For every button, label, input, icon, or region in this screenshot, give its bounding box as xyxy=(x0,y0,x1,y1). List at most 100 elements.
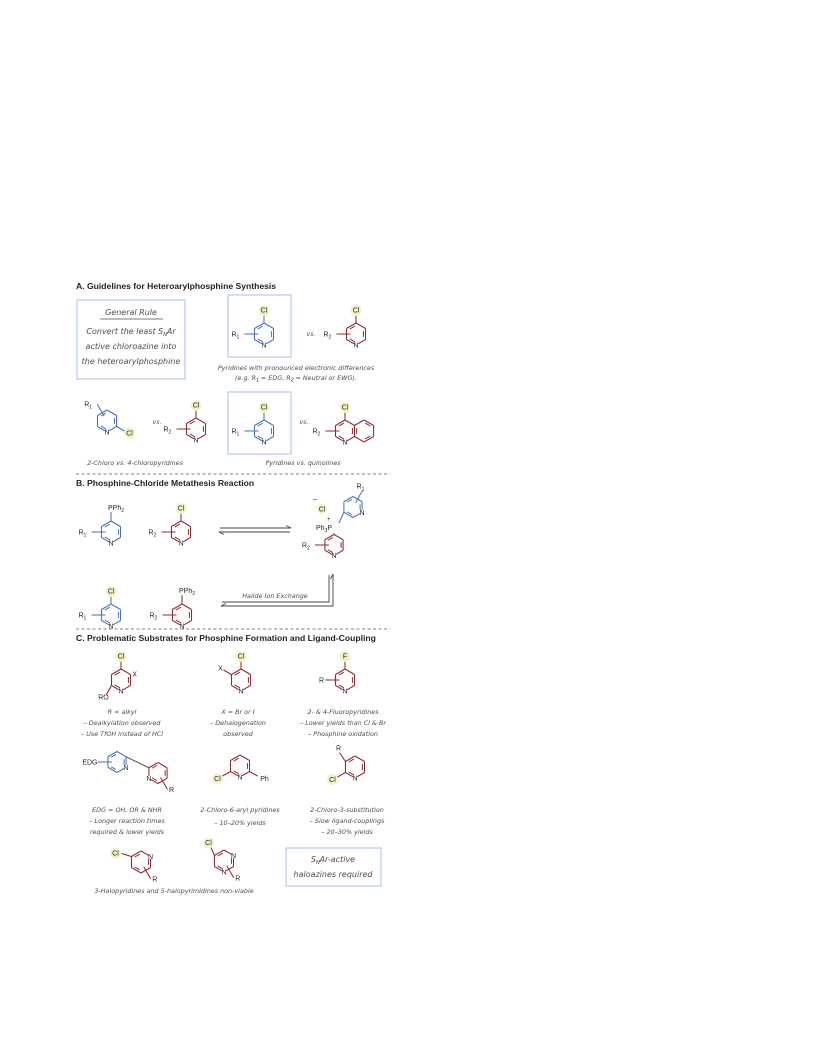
nitrogen-label: N xyxy=(104,430,109,437)
halide-exchange-label: Halide Ion Exchange xyxy=(242,592,308,600)
r-group-label-part: 1 xyxy=(89,404,92,410)
3-chloropyridine xyxy=(130,850,152,880)
ring-bond xyxy=(346,339,355,345)
ring-bond xyxy=(354,436,365,443)
ring-bond xyxy=(180,520,191,527)
snar-box-line-2: haloazines required xyxy=(294,870,374,879)
r-bond xyxy=(339,752,346,762)
ring-bond xyxy=(231,668,242,675)
ring-bond xyxy=(197,434,206,440)
r-group-label: R2 xyxy=(312,429,320,438)
ring-double-bond xyxy=(349,325,356,330)
molecule-layer xyxy=(91,314,375,880)
ring-bond xyxy=(110,603,121,610)
ring-bond xyxy=(265,436,274,442)
r-group-label: R xyxy=(169,787,174,794)
ring-bond xyxy=(101,537,110,543)
c1-note-line-part: – Use TfOH instead of HCl xyxy=(81,730,163,738)
c4-note-line-part: – Longer reaction times xyxy=(89,817,165,825)
nitrogen-label-part: N xyxy=(146,776,151,783)
top-atom-label-part: Cl xyxy=(108,589,115,596)
r-group-label: R xyxy=(152,876,157,883)
blue-chloropyridine-b xyxy=(91,603,122,626)
comparison-1-note-2-part: = EDG, R xyxy=(259,374,291,382)
c2-note-line-part: observed xyxy=(223,730,254,738)
ring-bond xyxy=(112,537,121,543)
chlorine-label-part: Cl xyxy=(126,431,133,438)
ring-bond xyxy=(363,436,374,443)
nitrogen-label-part: N xyxy=(221,870,226,877)
rule-line-1-part: Ar xyxy=(166,327,176,336)
ring-bond xyxy=(148,762,159,769)
ring-bond xyxy=(335,436,344,442)
alkoxy-chloroazine xyxy=(110,668,132,691)
nitrogen-label-part: N xyxy=(342,440,347,447)
fluorine-label-part: F xyxy=(343,654,347,661)
vs-label-part: vs. xyxy=(152,418,161,426)
rule-line-2: active chloroazine into xyxy=(86,342,177,351)
red-4-chloropyridine xyxy=(336,322,367,345)
substituent-bond xyxy=(160,777,168,790)
decoration-layer xyxy=(76,294,390,887)
x-label-part: X xyxy=(218,666,223,673)
cl-highlight xyxy=(115,651,127,662)
cl-bond xyxy=(121,852,132,858)
nitrogen-label: N xyxy=(178,541,183,548)
ring-double-bond xyxy=(234,671,241,676)
selected-substrate-box xyxy=(227,294,292,358)
blue-2-chloropyridine xyxy=(96,403,118,432)
c6-note-line-part: 2-Chloro-3-substitution xyxy=(310,806,384,814)
ring-double-bond xyxy=(346,511,353,515)
top-atom-label-part: Cl xyxy=(261,405,268,412)
r-group-label-part: R xyxy=(312,429,317,436)
vs-label-part: vs. xyxy=(306,330,315,338)
ring-bond xyxy=(182,537,191,543)
nitrogen-label-part: N xyxy=(118,689,123,696)
ring-bond xyxy=(214,849,225,856)
section-a-title: A. Guidelines for Heteroarylphosphine Sy… xyxy=(76,281,276,291)
r-group-label-part: R xyxy=(78,530,83,537)
c3-note-line-part: 2- & 4-Fluoropyridines xyxy=(307,708,379,716)
ring-double-bond xyxy=(175,619,182,624)
ring-bond xyxy=(111,685,120,691)
chlorine-label-part: Cl xyxy=(205,840,212,847)
r-group-label: R2 xyxy=(323,332,331,341)
r-group-label-part: 2 xyxy=(154,532,157,538)
fluoropyridine xyxy=(325,668,356,691)
ring-double-bond xyxy=(234,684,241,689)
ring-bond xyxy=(181,603,192,610)
arrowhead xyxy=(330,573,334,580)
ring-bond xyxy=(195,417,206,424)
c2-note-line-part: – Dehalogenation xyxy=(210,719,266,727)
ring-bond xyxy=(106,409,117,416)
c4-note-line-part: EDG = OH, OR & NHR xyxy=(92,806,162,814)
nitrogen-label: N xyxy=(342,689,347,696)
r-group-label-part: 2 xyxy=(155,615,158,621)
ring-double-bond xyxy=(346,499,353,503)
r-group-label: R1 xyxy=(84,402,92,411)
chlorine-label: Cl xyxy=(214,776,221,783)
r-group-label-part: R xyxy=(323,332,328,339)
phosphonium-charge-part: + xyxy=(327,517,331,523)
top-atom-label-part: Cl xyxy=(193,403,200,410)
ring-bond xyxy=(183,620,192,626)
ring-double-bond xyxy=(348,771,355,776)
c4-note-line: – Longer reaction times xyxy=(89,817,165,825)
ring-bond xyxy=(345,772,354,778)
ring-double-bond xyxy=(174,523,181,528)
c1-note-line: – Use TfOH instead of HCl xyxy=(81,730,163,738)
c3-note-line: 2- & 4-Fluoropyridines xyxy=(307,708,379,716)
ring-double-bond xyxy=(257,435,264,440)
ring-bond xyxy=(356,772,365,778)
ring-double-bond xyxy=(327,549,334,553)
top-atom-label: Cl xyxy=(108,589,115,596)
chlorine-label: Cl xyxy=(118,654,125,661)
r-group-label-part: R xyxy=(78,613,83,620)
chlorine-label: Cl xyxy=(112,851,119,858)
ring-double-bond xyxy=(104,523,111,528)
ring-bond xyxy=(241,771,250,777)
r-group-label-part: R xyxy=(231,429,236,436)
cl-bond xyxy=(209,846,215,856)
phenyl-label-part: Ph xyxy=(260,776,269,783)
